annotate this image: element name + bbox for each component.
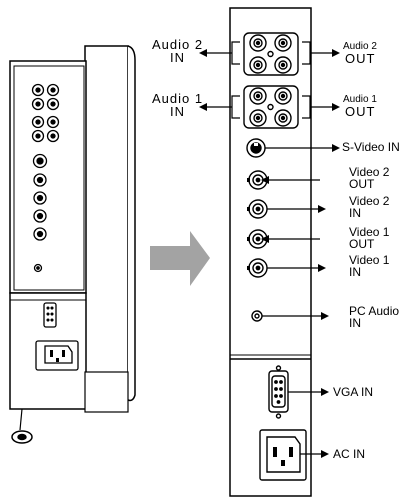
audio2-in-label: Audio 2 IN [152,38,203,64]
video2-in-label-top: Video 2 [349,194,390,208]
leader-lines [205,41,336,455]
audio2-connectors [243,32,299,76]
audio1-in-label: Audio 1 IN [152,92,203,118]
vga-connector [268,365,289,419]
audio2-out-label-top: Audio 2 [343,41,377,52]
video2-in-label: Video 2 IN [349,195,389,219]
video1-out-label-top: Video 1 [349,225,390,239]
video2-out-label-top: Video 2 [349,165,390,179]
svideo-in-label: S-Video IN [342,140,400,154]
audio2-in-label-bottom: IN [170,50,185,65]
ac-in-label: AC IN [333,447,366,461]
monitor-side-view [9,45,136,444]
power-vga-connectors [259,365,307,481]
audio2-out-label: Audio 2 OUT [343,41,377,66]
pc-audio-label-top: PC Audio [349,304,400,318]
video-connectors [246,138,268,322]
ac-connector [259,429,307,481]
video1-in-label-top: Video 1 [349,253,390,267]
video1-out-label-bottom: OUT [349,237,375,251]
vga-in-label: VGA IN [333,385,374,399]
zoom-arrow [150,231,210,286]
video1-in-connector [247,258,268,278]
pc-audio-connector [251,310,263,322]
video2-in-label-bottom: IN [349,206,361,220]
video1-in-label: Video 1 IN [349,254,389,278]
arrowheads [199,49,340,458]
audio2-out-label-bottom: OUT [345,51,376,66]
audio1-out-label-top: Audio 1 [343,94,377,105]
svideo-connector [246,138,266,158]
left-panel-connectors [31,83,79,371]
pc-audio-label: PC Audio IN [349,305,399,329]
video1-out-label: Video 1 OUT [349,226,389,250]
audio1-out-label-bottom: OUT [345,104,376,119]
pc-audio-label-bottom: IN [349,316,361,330]
video2-out-label: Video 2 OUT [349,166,389,190]
audio1-out-label: Audio 1 OUT [343,94,377,119]
audio1-in-label-top: Audio 1 [152,91,204,106]
video2-out-label-bottom: OUT [349,177,375,191]
enlarged-panel [229,7,312,497]
audio2-in-label-top: Audio 2 [152,37,204,52]
audio1-connectors [243,85,299,129]
video2-in-connector [247,199,268,219]
left-rca-grid [31,83,60,143]
video1-in-label-bottom: IN [349,265,361,279]
audio1-in-label-bottom: IN [170,104,185,119]
